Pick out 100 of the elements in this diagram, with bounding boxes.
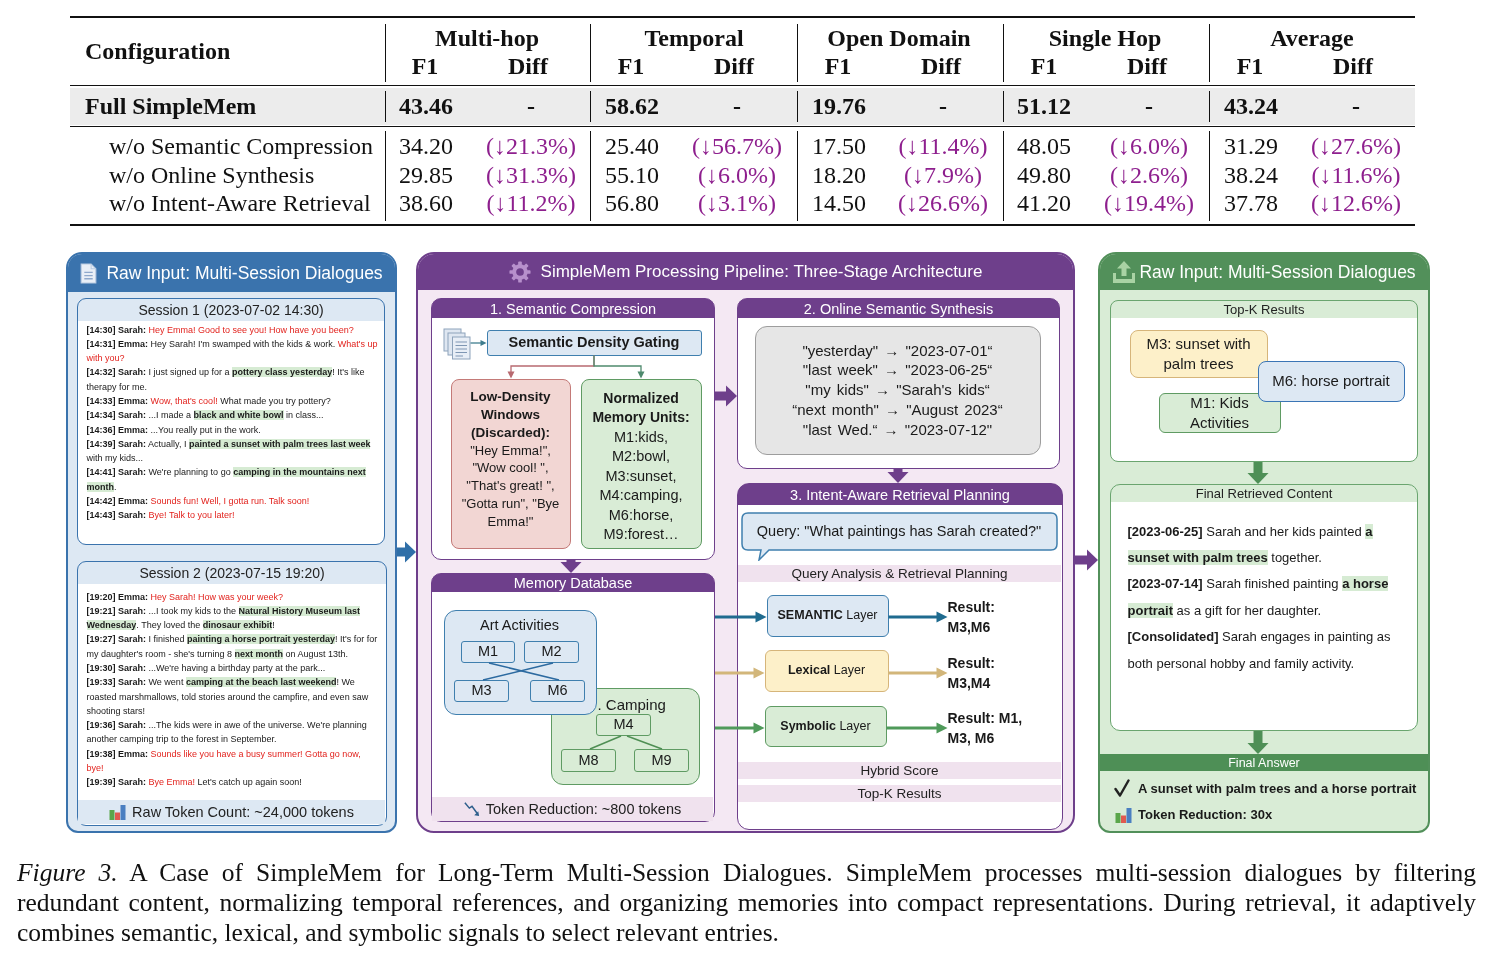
score-value: 56.80 [605,189,659,217]
result-text: Result: M3,M6 [947,596,1000,637]
column-header: Average [1270,24,1354,52]
session-card [77,561,387,826]
diff-value: (↓56.7%) [692,132,782,160]
documents-icon [442,327,471,360]
stage-card [431,298,715,560]
arrow [715,611,767,623]
mapping-row: "last week" → "2023-06-25“ [802,360,993,381]
box-heading: Normalized Memory Units: [591,388,691,427]
memory-tag: M4 [596,714,651,736]
dialogue-line: [14:32] Sarah: I just signed up for a pottery class yesterday! It's like therapy for me. [86,366,366,394]
card-title: Memory Database [513,574,633,592]
arrow [593,354,645,379]
panel-title: Raw Input: Multi-Session Dialogues [1139,261,1416,283]
diff-value: (↓27.6%) [1311,132,1401,160]
row-label: w/o Intent-Aware Retrieval [109,189,371,217]
score-value: 49.80 [1017,161,1071,189]
memory-tag: M3: sunset with palm trees [1129,329,1268,378]
arrow [1247,462,1269,484]
memory-tag: M2 [524,641,579,663]
memory-tag: M9 [634,749,689,772]
token-count-text: Raw Token Count: ~24,000 tokens [132,803,354,820]
arrow [715,667,765,679]
database-card [431,573,715,822]
diff-value: (↓19.4%) [1104,189,1194,217]
content-line: [Consolidated] Sarah engages in painting as both personal hobby and family activity. [1127,628,1392,673]
speech-bubble [740,511,1058,561]
cluster-box [550,687,700,785]
step-bar: Hybrid Score [738,761,1061,779]
arrow [886,722,948,734]
arrow [888,611,948,623]
score-value: 18.20 [812,161,866,189]
column-header: F1 [1236,52,1264,80]
cluster-title: . Camping [597,695,666,712]
mapping-row: "my kids" → "Sarah's kids“ [805,380,990,400]
connector-line [626,735,663,750]
diff-value: (↓3.1%) [698,189,776,217]
card-title: 2. Online Semantic Synthesis [803,300,994,317]
dialogue-line: [19:36] Sarah: ...The kids were in awe of the universe. We're planning another camping trip to the forest in September. [86,719,368,747]
dialogue-line: [19:39] Sarah: Bye Emma! Let's catch up again soon! [86,776,303,790]
diff-value: - [1145,92,1153,120]
score-value: 25.40 [605,132,659,160]
row-label: Full SimpleMem [85,92,257,120]
connector-line [589,735,622,750]
results-card [1110,300,1418,462]
process-box: Semantic Density Gating [486,329,702,356]
card-title: Session 2 (2023-07-15 19:20) [139,564,325,582]
mapping-row: “next month" → "August 2023“ [792,399,1003,420]
dialogue-line: [14:33] Emma: Wow, that's cool! What made you try pottery? [86,395,332,408]
dialogue-line: [19:38] Emma: Sounds like you have a busy summer! Gotta go now, bye! [86,747,362,776]
mapping-box [754,325,1041,455]
card-title: Top-K Results [1223,302,1305,317]
dialogue-line: [19:33] Sarah: We went camping at the beach last weekend! We roasted marshmallows, told stories around the campfire, and even saw shooting stars! [86,676,370,718]
dialogue-line: [14:42] Emma: Sounds fun! Well, I gotta run. Talk soon! [86,495,311,509]
column-header: Diff [1333,52,1373,80]
column-header: Diff [714,52,754,80]
arrow [888,667,948,679]
diff-value: - [1352,92,1360,120]
score-value: 14.50 [812,189,866,217]
output-panel [1098,252,1430,833]
diff-value: (↓7.9%) [904,161,982,189]
query-text: Query: "What paintings has Sarah created?" [756,523,1042,539]
arrow [887,469,909,483]
layer-box: Symbolic Layer [764,705,887,747]
score-value: 38.60 [399,189,453,217]
memory-tag: M1 [461,641,515,663]
reduction-text: Token Reduction: 30x [1138,806,1273,822]
diff-value: (↓31.3%) [486,161,576,189]
memory-tag: M8 [561,749,616,772]
column-header: Multi-hop [435,24,539,52]
result-text: Result: M3,M4 [947,652,1000,693]
column-header: F1 [824,52,852,80]
cluster-title: Art Activities [480,616,559,633]
pipeline-panel [416,252,1075,833]
row-label: w/o Semantic Compression [109,132,373,160]
memory-units-box [580,378,702,549]
content-card [1110,484,1418,731]
card-title: Final Retrieved Content [1195,486,1333,501]
cluster-box [443,609,597,715]
score-value: 48.05 [1017,132,1071,160]
panel-title: SimpleMem Processing Pipeline: Three-Stage Architecture [540,262,983,282]
diff-value: - [733,92,741,120]
layer-box: Lexical Layer [764,649,889,692]
diff-value: (↓6.0%) [1110,132,1188,160]
column-header: F1 [411,52,439,80]
panel-title: Raw Input: Multi-Session Dialogues [106,262,383,284]
arrow [715,385,737,407]
connector-line [482,662,554,681]
column-header: Open Domain [827,24,971,52]
arrow [715,722,765,734]
dialogue-line: [19:27] Sarah: I finished painting a horse portrait yesterday! It's for for my daughter's room - she's turning 8 next month on August 13th. [86,633,379,661]
step-bar: Top-K Results [738,784,1061,802]
arrow [560,560,582,573]
score-value: 37.78 [1224,189,1278,217]
stage-card [737,298,1060,469]
diff-value: (↓11.4%) [898,132,988,160]
score-value: 29.85 [399,161,453,189]
score-value: 19.76 [812,92,866,120]
box-text: "Hey Emma!", "Wow cool! ", "That's great! ", "Gotta run", "Bye Emma!" [460,441,561,531]
